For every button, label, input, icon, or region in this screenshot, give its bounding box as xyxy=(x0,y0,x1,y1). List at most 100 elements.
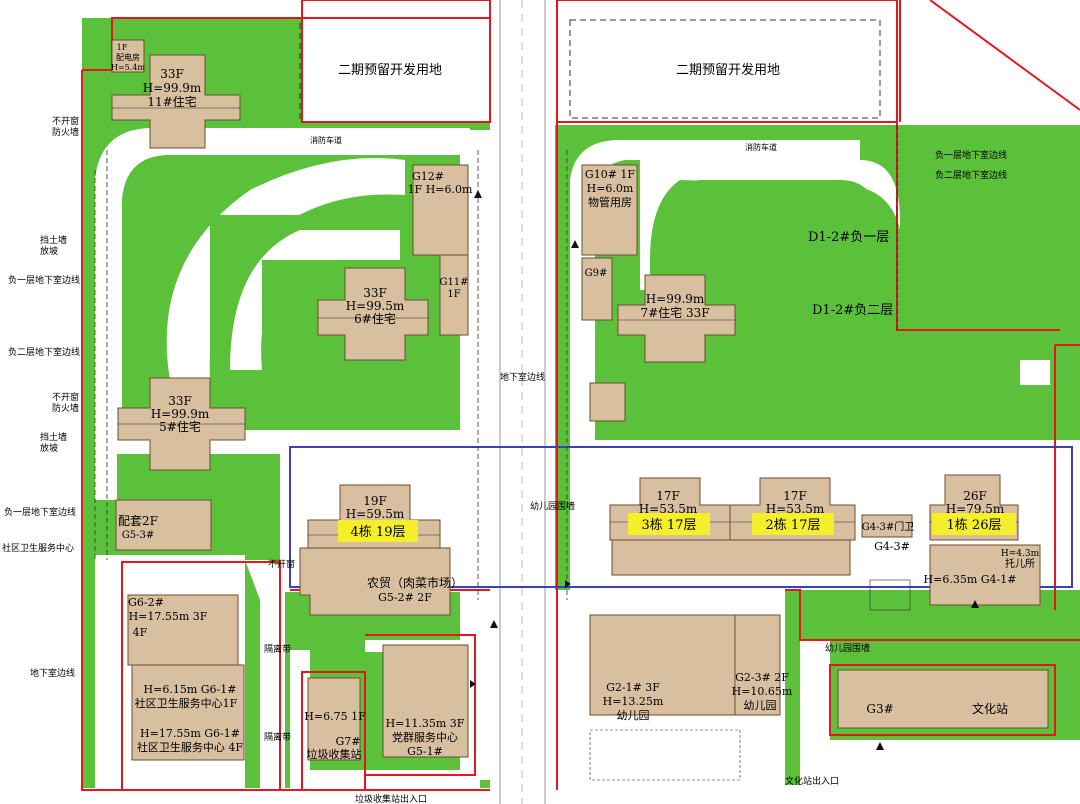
g12-line1: G12# xyxy=(412,170,444,183)
b11-line3: 11#住宅 xyxy=(147,94,196,109)
fire-lane-right: 消防车道 xyxy=(745,142,777,152)
garbage-entrance: 垃圾收集站出入口 xyxy=(355,793,427,804)
g6_2-line1: G6-2# xyxy=(128,596,164,609)
g10-line2: H=6.0m xyxy=(587,182,634,195)
isolation-belt-2: 隔离带 xyxy=(264,731,291,743)
highlight-region xyxy=(289,446,1073,588)
g6_1-line3: H=17.55m G6-1# xyxy=(140,727,240,740)
g5_2-line2: G5-2# 2F xyxy=(378,591,432,604)
b1-line2: H=79.5m xyxy=(946,502,1005,516)
b2-edge-right: 负二层地下室边线 xyxy=(935,169,1007,181)
g2_1-line3: 幼儿园 xyxy=(617,709,650,722)
annotation-labels: 消防车道 消防车道 负一层地下室边线 负二层地下室边线 D1-2#负一层 D1-… xyxy=(2,115,1007,804)
g4_3-gate: G4-3#门卫 xyxy=(862,520,914,533)
site-boundaries xyxy=(81,0,1080,791)
g11-line1: G11# xyxy=(439,277,468,288)
phase2-right-plot xyxy=(556,0,898,123)
g5_3-line2: G5-3# xyxy=(122,530,154,541)
d1-2-b2: D1-2#负二层 xyxy=(812,303,893,318)
b3-line1: 17F xyxy=(656,489,680,503)
no-window-3: 不开窗 xyxy=(268,558,295,570)
basement-edge-center: 地下室边线 xyxy=(500,371,545,383)
floor-highlight-labels: 4栋 19层 3栋 17层 2栋 17层 1栋 26层 xyxy=(338,513,1016,542)
b11-line1: 33F xyxy=(160,67,184,81)
g5_2-line1: 农贸（肉菜市场） xyxy=(367,575,463,590)
retaining-wall-1: 挡土墙 xyxy=(40,234,67,246)
b7-line2: 7#住宅 33F xyxy=(640,305,709,320)
g12-line2: 1F H=6.0m xyxy=(408,183,473,196)
b1-edge-left-2: 负一层地下室边线 xyxy=(4,506,76,518)
b6-line3: 6#住宅 xyxy=(354,311,396,326)
b1-line1: 26F xyxy=(963,489,987,503)
basement-edge-left: 地下室边线 xyxy=(30,667,75,679)
tuoer-line1: H=4.3m xyxy=(1001,549,1040,559)
g11-line2: 1F xyxy=(447,289,460,300)
b3-line2: H=53.5m xyxy=(639,502,698,516)
g5_1-line3: G5-1# xyxy=(407,745,443,758)
g2_3-line3: 幼儿园 xyxy=(744,699,777,712)
fire-lane-left: 消防车道 xyxy=(310,135,342,145)
g5_1-line2: 党群服务中心 xyxy=(392,730,458,744)
b5-line3: 5#住宅 xyxy=(159,419,201,434)
g9-line1: G9# xyxy=(585,268,608,279)
g5_3-line1: 配套2F xyxy=(118,514,158,528)
g2_1-line2: H=13.25m xyxy=(603,695,664,708)
b2-edge-left: 负二层地下室边线 xyxy=(8,346,80,358)
g7-line1: H=6.75 1F xyxy=(304,710,366,723)
g2_3-line1: G2-3# 2F xyxy=(735,671,789,684)
b6-line2: H=99.5m xyxy=(346,299,405,313)
b11-line2: H=99.9m xyxy=(143,81,202,95)
b2-line1: 17F xyxy=(783,489,807,503)
kindergarten-wall-2: 幼儿园围墙 xyxy=(825,642,870,654)
b4-line2: H=59.5m xyxy=(346,507,405,521)
g7-line2: G7# xyxy=(335,735,360,748)
b5-line2: H=99.9m xyxy=(151,407,210,421)
g2_1-line1: G2-1# 3F xyxy=(606,681,660,694)
g10-line1: G10# 1F xyxy=(585,168,635,181)
culture-station-entrance: 文化站出入口 xyxy=(785,775,839,787)
slope-1: 放坡 xyxy=(40,245,58,257)
phase2-left-label: 二期预留开发用地 xyxy=(338,62,442,78)
g6_1-line4: 社区卫生服务中心 4F xyxy=(137,740,243,754)
building-footprints xyxy=(111,39,1049,761)
no-window-1: 不开窗 xyxy=(52,115,79,127)
b1-edge-right: 负一层地下室边线 xyxy=(935,149,1007,161)
b7-line1: H=99.9m xyxy=(646,292,705,306)
pd-line1: 1F xyxy=(117,43,128,52)
kindergarten-wall-1: 幼儿园围墙 xyxy=(530,500,575,512)
highlight-1: 1栋 26层 xyxy=(947,517,1002,533)
entrance-markers xyxy=(470,190,979,750)
b6-line1: 33F xyxy=(363,286,387,300)
g7-line3: 垃圾收集站 xyxy=(307,747,362,761)
highlight-3: 3栋 17层 xyxy=(642,517,697,533)
tuoer-line2: 托儿所 xyxy=(1005,557,1035,570)
community-health-left: 社区卫生服务中心 xyxy=(2,542,74,554)
retaining-wall-2: 挡土墙 xyxy=(40,431,67,443)
g2_3-line2: H=10.65m xyxy=(732,685,793,698)
b1-edge-left: 负一层地下室边线 xyxy=(8,274,80,286)
g3-line1: G3# xyxy=(866,702,893,716)
phase2-right-label: 二期预留开发用地 xyxy=(676,62,780,78)
fire-wall-2: 防火墙 xyxy=(52,402,79,414)
g5_1-line1: H=11.35m 3F xyxy=(386,717,465,730)
basement-edge-lines xyxy=(94,125,898,600)
phase2-left-plot xyxy=(301,0,491,123)
highlight-2: 2栋 17层 xyxy=(766,517,821,533)
slope-2: 放坡 xyxy=(40,442,58,454)
pd-line2: 配电房 xyxy=(116,52,140,62)
g6_1-line1: H=6.15m G6-1# xyxy=(144,683,237,696)
g3-line2: 文化站 xyxy=(972,701,1008,716)
g6_1-line2: 社区卫生服务中心1F xyxy=(135,696,238,710)
isolation-belt-1: 隔离带 xyxy=(264,643,291,655)
b4-line1: 19F xyxy=(363,494,387,508)
g4_3-label: G4-3# xyxy=(874,540,910,553)
highlight-4: 4栋 19层 xyxy=(351,524,406,540)
no-window-2: 不开窗 xyxy=(52,391,79,403)
d1-2-b1: D1-2#负一层 xyxy=(808,230,889,245)
b5-line1: 33F xyxy=(168,394,192,408)
pd-line3: H=5.4m xyxy=(111,63,145,72)
building-labels: 33F H=99.9m 11#住宅 1F 配电房 H=5.4m 33F H=99… xyxy=(111,43,1040,761)
b2-line2: H=53.5m xyxy=(766,502,825,516)
g4_1-line1: H=6.35m G4-1# xyxy=(924,573,1017,586)
